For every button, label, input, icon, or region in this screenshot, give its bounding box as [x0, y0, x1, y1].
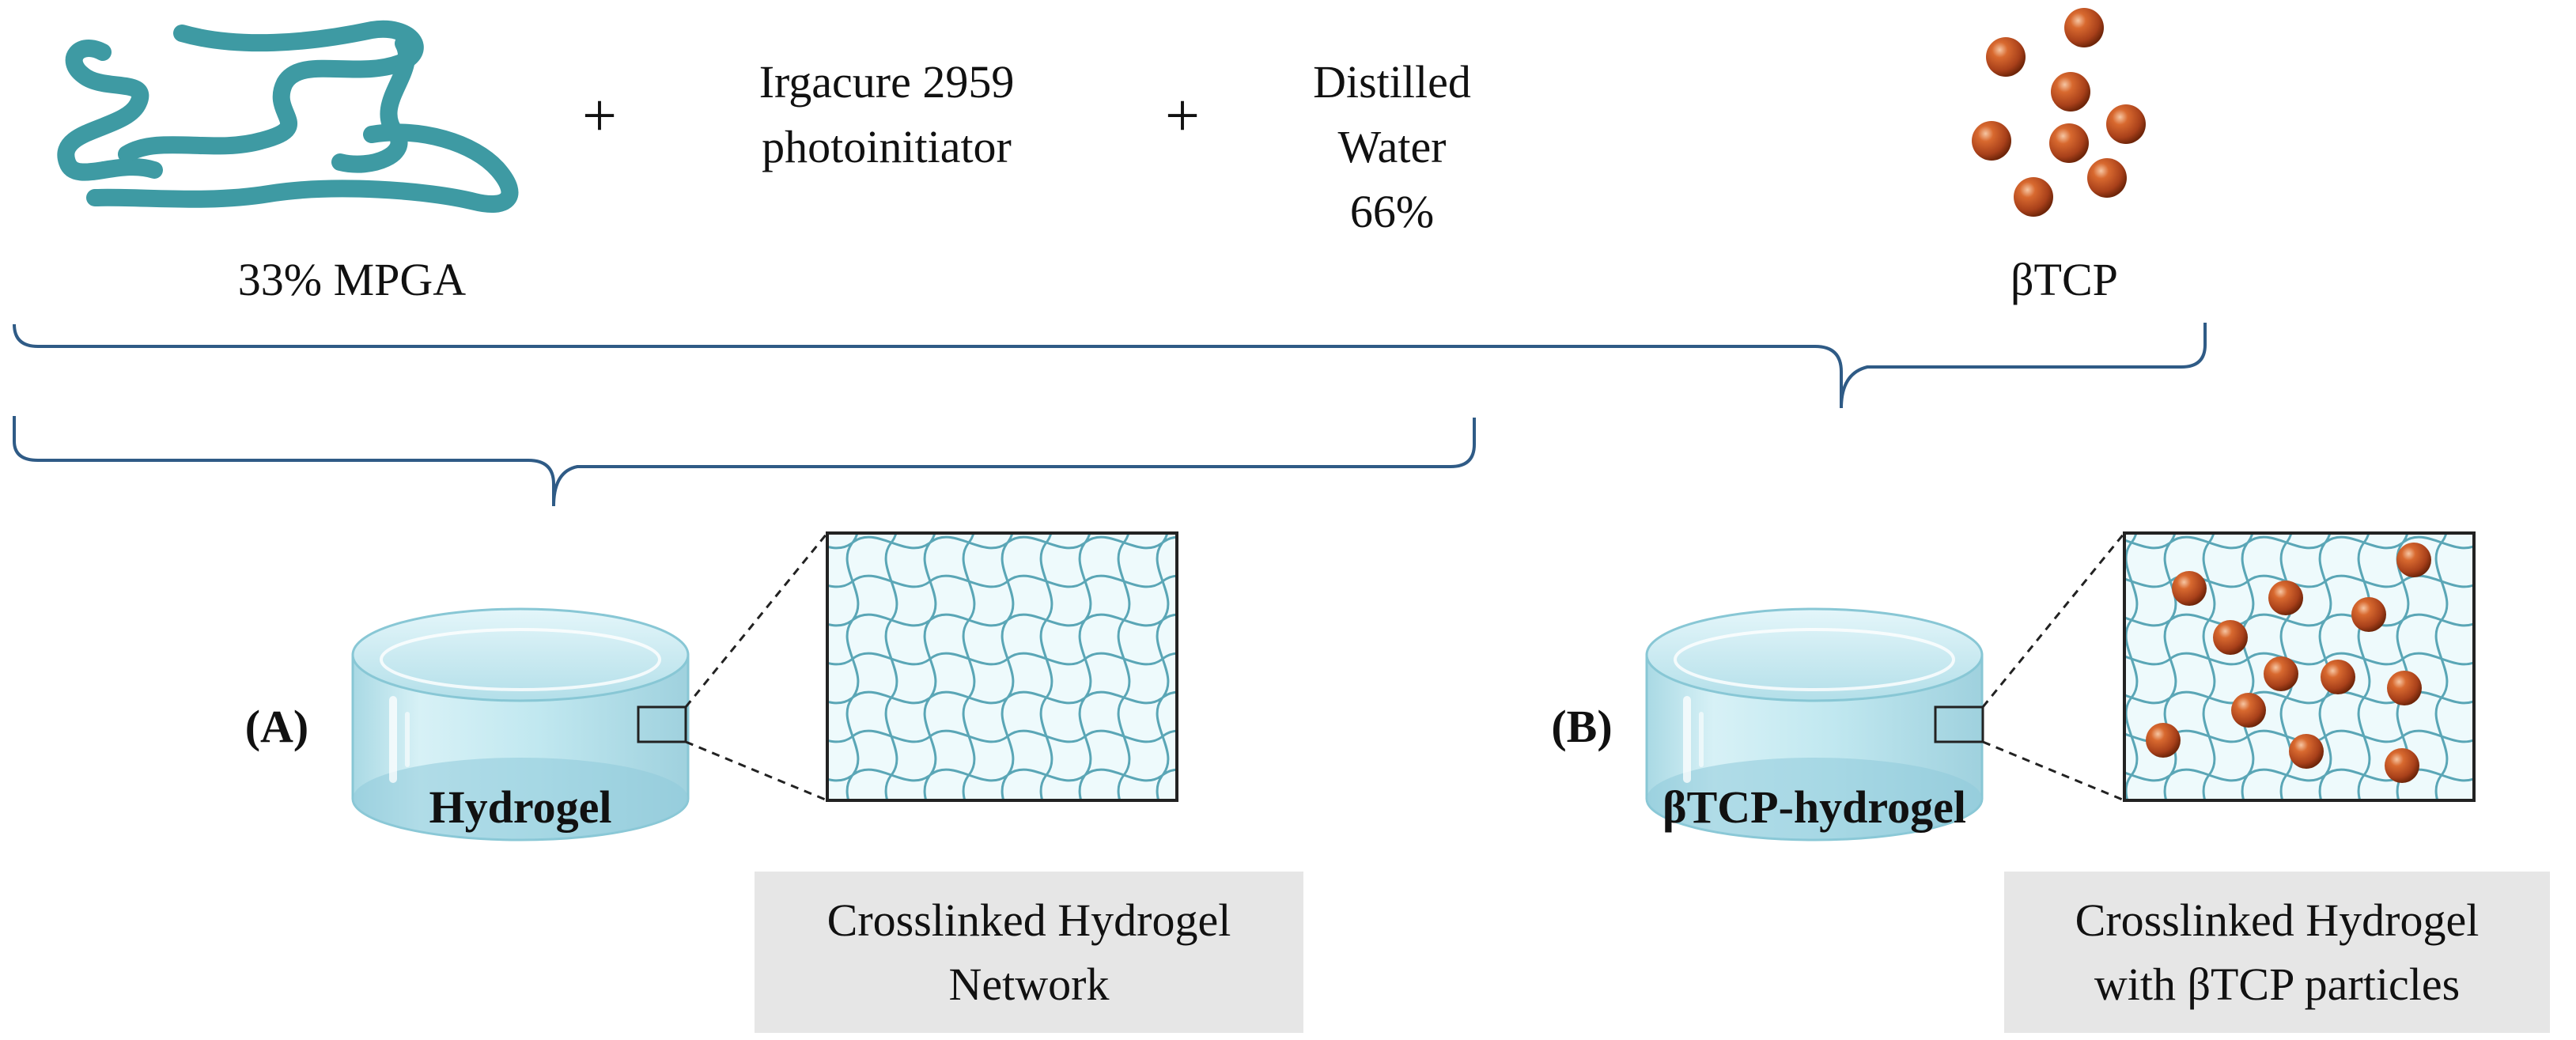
mesh-with-particles-inset: [2123, 531, 2476, 802]
bracket-all-components: [13, 323, 2207, 409]
caption-b-line2: with βTCP particles: [2094, 959, 2460, 1010]
polymer-label: 33% MPGA: [238, 254, 467, 305]
caption-b-line1: Crosslinked Hydrogel: [2075, 894, 2480, 946]
plus-sign-1: +: [582, 81, 617, 149]
sphere-particle-icon: [2146, 543, 2431, 783]
initiator-label-line2: photoinitiator: [762, 121, 1012, 172]
panel-b-tag: (B): [1551, 701, 1612, 752]
btcp-hydrogel-cylinder: [1645, 607, 1984, 841]
water-label-line3: 66%: [1350, 186, 1434, 237]
caption-a-line1: Crosslinked Hydrogel: [827, 894, 1231, 946]
hydrogel-label: Hydrogel: [429, 781, 612, 833]
zoom-box-b: [1934, 705, 1984, 743]
mesh-network-inset: [826, 531, 1178, 802]
hydrogel-cylinder: [351, 607, 690, 841]
plus-sign-2: +: [1165, 81, 1200, 149]
polymer-chain-icon: [57, 20, 519, 213]
caption-a-line2: Network: [949, 959, 1110, 1010]
zoom-box-a: [637, 705, 687, 743]
water-label-line1: Distilled: [1313, 56, 1471, 108]
sphere-particle-icon: [1972, 8, 2146, 217]
caption-box-a: [755, 872, 1303, 1033]
initiator-label-line1: Irgacure 2959: [759, 56, 1015, 108]
bracket-hydrogel-components: [13, 416, 1476, 507]
btcp-hydrogel-label: βTCP-hydrogel: [1662, 781, 1966, 833]
ceramic-label: βTCP: [2010, 254, 2118, 305]
panel-a-tag: (A): [245, 701, 309, 752]
water-label-line2: Water: [1337, 121, 1446, 172]
caption-box-b: [2004, 872, 2550, 1033]
